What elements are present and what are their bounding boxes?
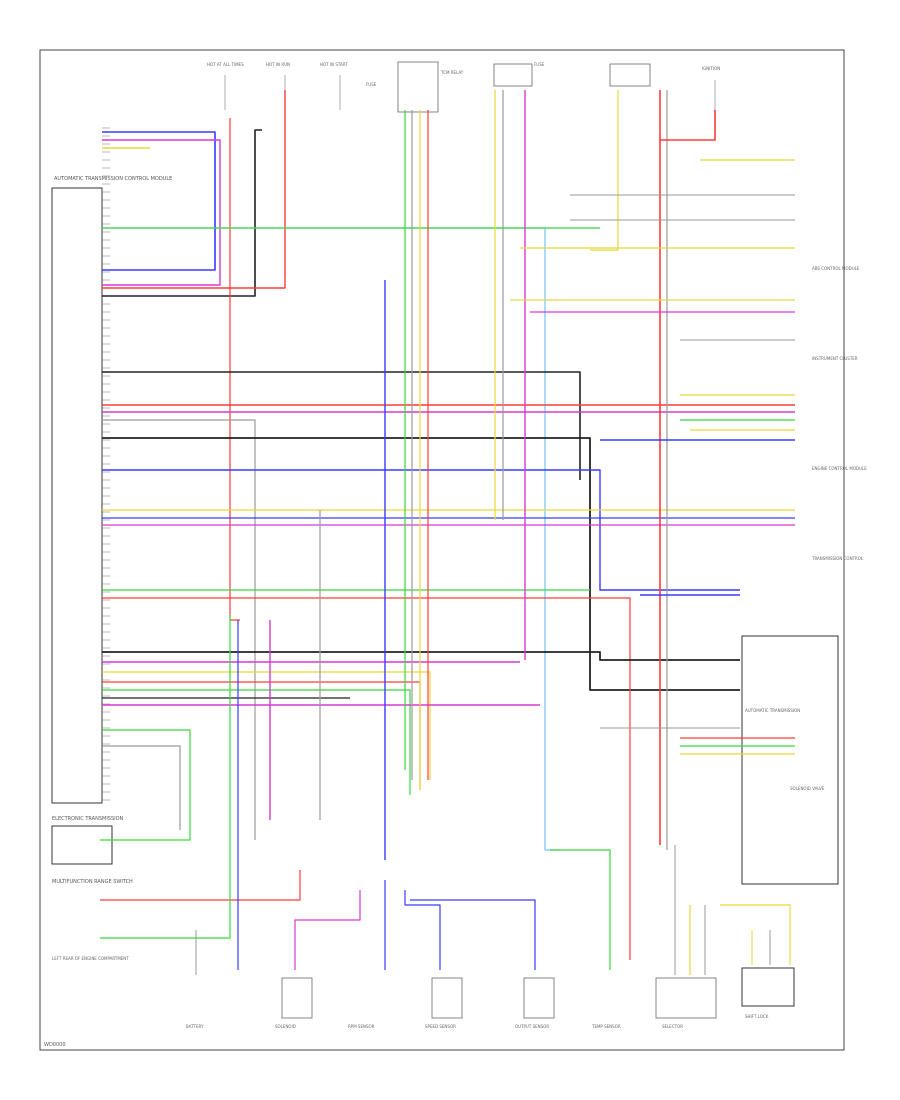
- lower-left-module: [51, 825, 113, 865]
- top-label-7: IGNITION: [702, 66, 720, 71]
- wire: [102, 419, 256, 840]
- wire: [102, 129, 262, 297]
- wire: [102, 671, 431, 780]
- wire: [100, 729, 191, 841]
- wire: [229, 118, 240, 621]
- right-module-3-label: ENGINE CONTROL MODULE: [812, 466, 867, 471]
- bottom-box-1: [281, 977, 313, 1019]
- wire: [102, 689, 411, 795]
- wire: [102, 227, 560, 851]
- bottom-label-3: RPM SENSOR: [348, 1024, 375, 1029]
- wire: [100, 615, 231, 939]
- bottom-box-5: [741, 967, 795, 1007]
- wire: [102, 651, 740, 661]
- top-label-1: HOT AT ALL TIMES: [207, 62, 244, 67]
- lower-left-module-label: ELECTRONIC TRANSMISSION: [52, 816, 124, 822]
- right-lower-sub-label: SOLENOID VALVE: [790, 786, 825, 791]
- right-side-modules: ABS CONTROL MODULE INSTRUMENT CLUSTER EN…: [741, 266, 867, 885]
- lower-left-switch-label: MULTIFUNCTION RANGE SWITCH: [52, 879, 133, 885]
- top-connector-b: [609, 63, 651, 87]
- bottom-label-4: SPEED SENSOR: [425, 1024, 456, 1029]
- diagram-code: WD0000: [44, 1042, 66, 1048]
- right-lower-module: [741, 635, 839, 885]
- wire: [102, 108, 286, 289]
- top-label-4: FUSE: [366, 82, 377, 87]
- wire: [660, 110, 716, 141]
- top-label-5: TCM RELAY: [440, 70, 464, 75]
- bottom-label-8: SHIFT LOCK: [745, 1014, 769, 1019]
- top-label-2: HOT IN RUN: [266, 62, 290, 67]
- bottom-box-2: [431, 977, 463, 1019]
- wire: [410, 899, 536, 970]
- wire: [404, 890, 441, 970]
- right-module-4-label: TRANSMISSION CONTROL: [811, 556, 864, 561]
- bottom-box-3: [523, 977, 555, 1019]
- bottom-label-5: OUTPUT SENSOR: [515, 1024, 549, 1029]
- top-label-3: HOT IN START: [320, 62, 348, 67]
- wire: [720, 904, 791, 965]
- bottom-label-1: BATTERY: [186, 1024, 204, 1029]
- wire: [102, 139, 221, 286]
- bottom-label-7: SELECTOR: [662, 1024, 683, 1029]
- right-module-1-label: ABS CONTROL MODULE: [812, 266, 860, 271]
- top-relay-box: [397, 61, 439, 113]
- wire: [590, 90, 619, 251]
- bottom-box-4: [655, 977, 717, 1019]
- main-control-module: [51, 187, 103, 804]
- wire: [102, 745, 181, 830]
- left-location-note: LEFT REAR OF ENGINE COMPARTMENT: [52, 956, 129, 961]
- diagram-frame: [39, 49, 845, 1051]
- top-connectors: HOT AT ALL TIMES HOT IN RUN HOT IN START…: [207, 61, 720, 113]
- bottom-label-2: SOLENOID: [275, 1024, 296, 1029]
- top-label-6: FUSE: [534, 62, 545, 67]
- wire: [294, 890, 361, 970]
- bottom-components: BATTERY SOLENOID RPM SENSOR SPEED SENSOR…: [186, 967, 795, 1029]
- bottom-label-6: TEMP SENSOR: [591, 1024, 621, 1029]
- main-module-label: AUTOMATIC TRANSMISSION CONTROL MODULE: [54, 176, 172, 182]
- wire: [102, 469, 740, 591]
- wire: [102, 371, 581, 480]
- wire: [100, 870, 301, 901]
- wire: [102, 437, 740, 691]
- top-connector-a: [493, 63, 533, 87]
- right-module-2-label: INSTRUMENT CLUSTER: [812, 356, 858, 361]
- wire: [102, 131, 216, 271]
- wire: [102, 597, 631, 960]
- right-lower-module-label: AUTOMATIC TRANSMISSION: [745, 708, 800, 713]
- wire: [550, 849, 611, 970]
- main-module-pins: [102, 127, 110, 801]
- wires: [100, 90, 795, 975]
